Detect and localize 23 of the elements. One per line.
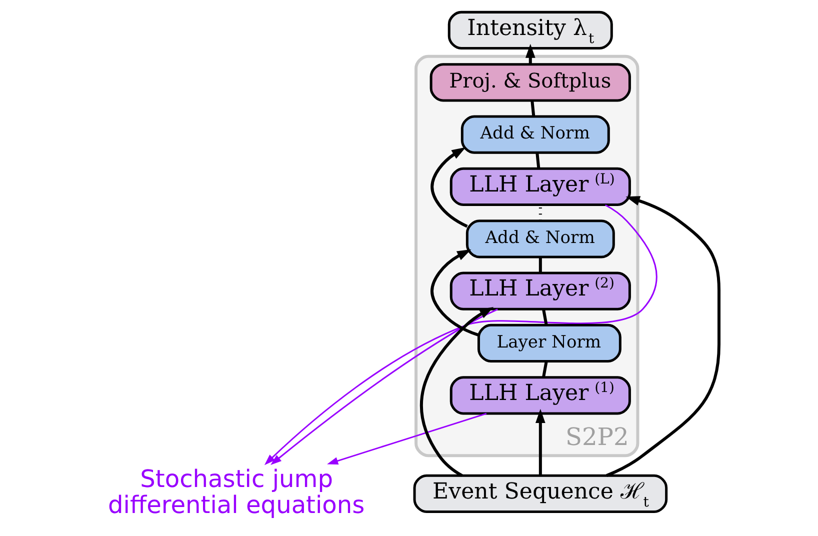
node-box: Proj. & Softplus [429, 63, 630, 102]
arrow [420, 306, 494, 477]
connector [538, 257, 542, 273]
connector [542, 308, 548, 326]
arrow [534, 408, 545, 476]
arrow [270, 308, 498, 465]
node-box: Add & Norm [465, 220, 614, 258]
node-box: Layer Norm [476, 324, 621, 363]
node-box: Event Sequence ℋ$_{t}$ [412, 474, 668, 514]
arrow [606, 196, 720, 477]
node-text: Stochastic jump differential equations [108, 464, 364, 519]
connector [530, 100, 535, 116]
node-box: Add & Norm [460, 115, 610, 154]
arrow [264, 204, 657, 466]
arrow [430, 249, 478, 337]
node-box: LLH Layer $^{(2)}$ [449, 272, 630, 310]
node-box: LLH Layer $^{(L)}$ [449, 167, 630, 206]
node-box: Intensity λ$_{t}$ [447, 10, 612, 50]
arrow [326, 412, 486, 465]
connector [542, 361, 548, 378]
arrow [430, 147, 468, 228]
node-box: LLH Layer $^{(1)}$ [449, 376, 630, 415]
connector [535, 152, 540, 169]
